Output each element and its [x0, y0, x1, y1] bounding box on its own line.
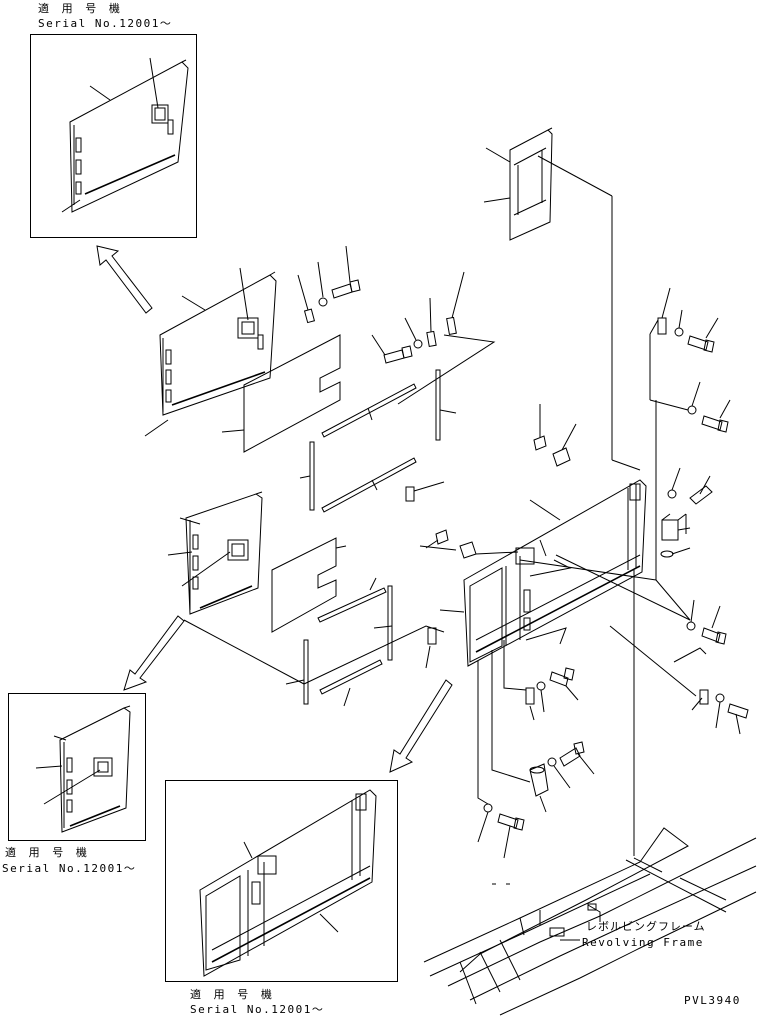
lower-bolts-cluster: [477, 570, 635, 859]
leader-wires: [519, 400, 697, 697]
bottom-applicability-jp: 適 用 号 機: [190, 988, 275, 1001]
inset-left-serial-variant: [8, 693, 146, 841]
arrow-to-left-inset: [123, 615, 185, 691]
inset-left-cover-panel: [35, 705, 131, 833]
revolving-frame-label-en: Revolving Frame: [582, 936, 704, 949]
frame-hardware: [419, 404, 707, 663]
upper-seal-strips: [299, 369, 457, 513]
upper-right-panel: [483, 127, 613, 460]
arrow-to-top-inset: [96, 245, 153, 314]
upper-bolts-cluster: [371, 271, 496, 405]
inset-bottom-frame: [199, 789, 377, 977]
right-fasteners: [649, 287, 749, 735]
upper-cover-assembly: [144, 245, 361, 437]
lower-seal-strips: [183, 577, 445, 707]
revolving-frame: [423, 827, 757, 1016]
upper-seal-sheet: [221, 334, 341, 453]
bottom-applicability-serial: Serial No.12001～: [190, 1003, 325, 1016]
drawing-code: PVL3940: [684, 994, 741, 1007]
left-applicability-serial: Serial No.12001～: [2, 862, 137, 875]
left-applicability-jp: 適 用 号 機: [5, 846, 90, 859]
lower-cover-assembly: [167, 491, 263, 615]
top-applicability-serial: Serial No.12001～: [38, 17, 173, 30]
main-support-frame: [439, 479, 647, 667]
lower-seal-sheet: [271, 537, 347, 633]
top-applicability-jp: 適 用 号 機: [38, 2, 123, 15]
revolving-frame-label-jp: レボルビングフレーム: [586, 920, 706, 933]
inset-bottom-serial-variant: [165, 780, 398, 982]
inset-top-cover-panel: [61, 57, 189, 213]
inset-top-serial-variant: [30, 34, 197, 238]
arrow-to-bottom-inset: [389, 679, 453, 773]
